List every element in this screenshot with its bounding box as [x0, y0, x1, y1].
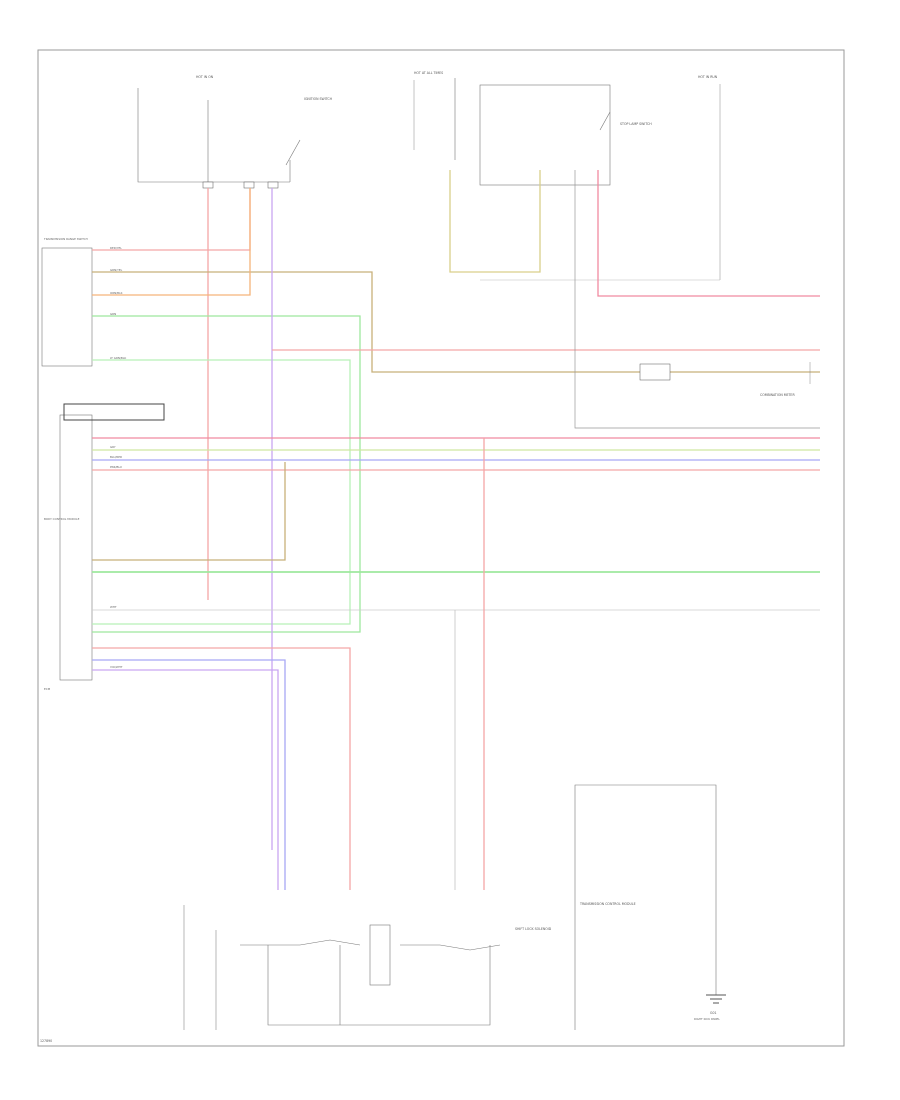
combination-meter-group: COMBINATION METER	[639, 362, 811, 397]
transmission-range-switch: TRANSMISSION RANGE SWITCH	[41, 237, 93, 367]
wire-label: BLU/RED	[110, 455, 122, 459]
wire-label: RED/YEL	[110, 246, 122, 250]
footer-code: 127890	[40, 1039, 52, 1043]
body-control-module: BODY CONTROL MODULE ECM	[44, 403, 165, 691]
wire-label: GRN	[110, 312, 116, 316]
hot-at-all-times-group: HOT AT ALL TIMES STOP LAMP SWITCH	[413, 71, 652, 186]
ground-label: G01	[710, 1011, 717, 1015]
connector	[639, 363, 671, 381]
transmission-range-label: TRANSMISSION RANGE SWITCH	[43, 237, 88, 241]
wire-label: ORN/BLK	[110, 291, 123, 295]
shift-lock-label: SHIFT LOCK SOLENOID	[515, 927, 552, 931]
wire-label: VIO/WHT	[110, 665, 123, 669]
ignition-switch-group: HOT IN ON IGNITION SWITCH	[137, 75, 333, 189]
wires	[92, 170, 820, 890]
wire-label: WHT	[110, 605, 117, 609]
wire-label: GRN/YEL	[110, 268, 123, 272]
hot-in-run-label: HOT IN RUN	[698, 75, 718, 79]
tcm-group: SHIFT LOCK SOLENOID TRANSMISSION CONTROL…	[183, 902, 636, 1030]
wire-label: GRY	[110, 445, 116, 449]
hot-at-all-times-label: HOT AT ALL TIMES	[414, 71, 443, 75]
connector	[243, 181, 255, 189]
connector	[267, 181, 279, 189]
ignition-switch-label: IGNITION SWITCH	[304, 97, 333, 101]
ecm-label: ECM	[44, 687, 51, 691]
tcm-label: TRANSMISSION CONTROL MODULE	[579, 902, 636, 906]
diagram-frame	[37, 49, 845, 1047]
combination-meter-label: COMBINATION METER	[760, 393, 795, 397]
stop-lamp-switch-label: STOP LAMP SWITCH	[620, 122, 652, 126]
hot-in-on-label: HOT IN ON	[196, 75, 214, 79]
body-control-module-label: BODY CONTROL MODULE	[44, 517, 80, 521]
ground-desc-label: RIGHT KICK PANEL	[694, 1017, 720, 1021]
ground-group: G01 RIGHT KICK PANEL	[574, 784, 726, 1030]
wire-label: LT GRN/BLK	[110, 356, 126, 360]
hot-in-run-group: HOT IN RUN	[480, 75, 721, 281]
wire-labels: RED/YEL GRN/YEL ORN/BLK GRN LT GRN/BLK G…	[110, 246, 126, 669]
connector	[202, 181, 214, 189]
wire-label: PNK/BLU	[110, 465, 122, 469]
